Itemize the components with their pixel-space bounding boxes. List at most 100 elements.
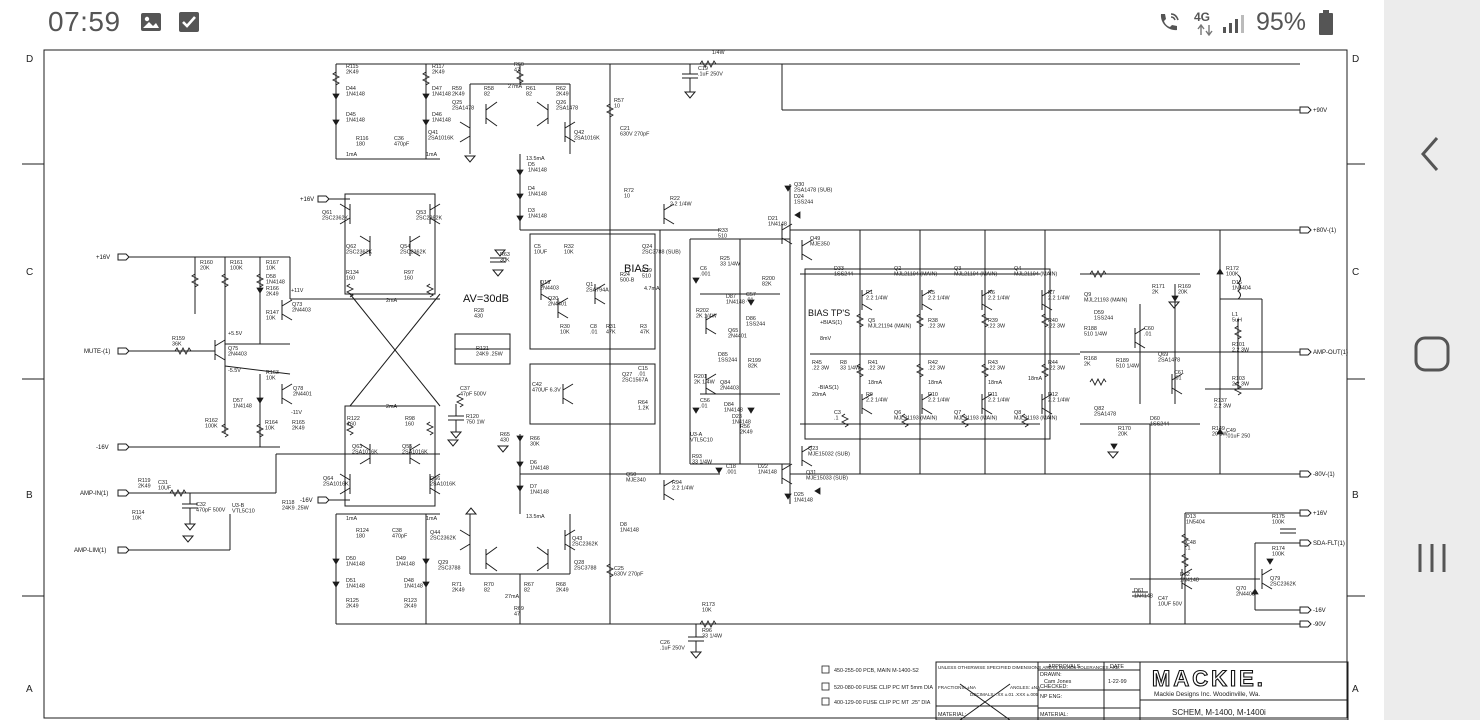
title-block: UNLESS OTHERWISE SPECIFIED DIMENSIONS AR…	[935, 661, 1349, 720]
port-amp-in: AMP-IN(1)	[80, 491, 108, 497]
tolerance-decimals: DECIMALS: .XX ±.01 .XXX ±.005	[970, 692, 1039, 697]
network-type: 4G	[1194, 10, 1211, 24]
material2-label: MATERIAL:	[1040, 712, 1068, 718]
back-button[interactable]	[1404, 126, 1460, 182]
zone-left-d: D	[26, 54, 33, 65]
component-label-c57: C57.01	[746, 292, 756, 304]
zone-right-d: D	[1352, 54, 1359, 65]
zone-right-c: C	[1352, 267, 1359, 278]
bias-pos-note: +BIAS(1)	[820, 320, 842, 326]
component-label-r41: R41.22 3W	[868, 360, 886, 372]
component-label-c26: C26.1uF 250V	[660, 640, 685, 652]
home-button[interactable]	[1404, 326, 1460, 382]
rail-pos16-sda: +16V	[1313, 511, 1327, 517]
zone-left-a: A	[26, 684, 33, 695]
rail-neg16-sda: -16V	[1313, 608, 1326, 614]
battery-percent: 95%	[1256, 8, 1307, 36]
component-label-c3: C3.1	[834, 410, 841, 422]
drawn-by: Cam Jones	[1044, 679, 1072, 685]
date-header: DATE	[1110, 664, 1124, 670]
material-label: MATERIAL:	[938, 712, 966, 718]
component-label-r44: R44.22 3W	[1048, 360, 1066, 372]
drawing-border	[43, 49, 1348, 719]
component-label-r39: R39.22 3W	[988, 318, 1006, 330]
transistor-q25	[485, 101, 498, 127]
voltage-note-55: +5.5V	[228, 331, 243, 337]
recents-button[interactable]	[1404, 530, 1460, 586]
current-note-135b: 13.5mA	[526, 514, 545, 520]
rail-pos80: +80V-(1)	[1313, 228, 1336, 234]
component-label-c8: C8.01	[590, 324, 598, 336]
component-label-r38: R38.22 3W	[928, 318, 946, 330]
current-note-1ma-b: 1mA	[426, 152, 437, 158]
battery-icon	[1318, 10, 1334, 36]
gain-note: AV=30dB	[463, 293, 509, 305]
signal-icon	[1222, 14, 1246, 34]
component-label-c19: C19.1uF 250V	[698, 66, 723, 78]
port-sda-flt: SDA-FLT(1)	[1313, 541, 1345, 547]
component-label-r40: R40.22 3W	[1048, 318, 1066, 330]
component-label-c48: C48.1	[1186, 540, 1196, 552]
